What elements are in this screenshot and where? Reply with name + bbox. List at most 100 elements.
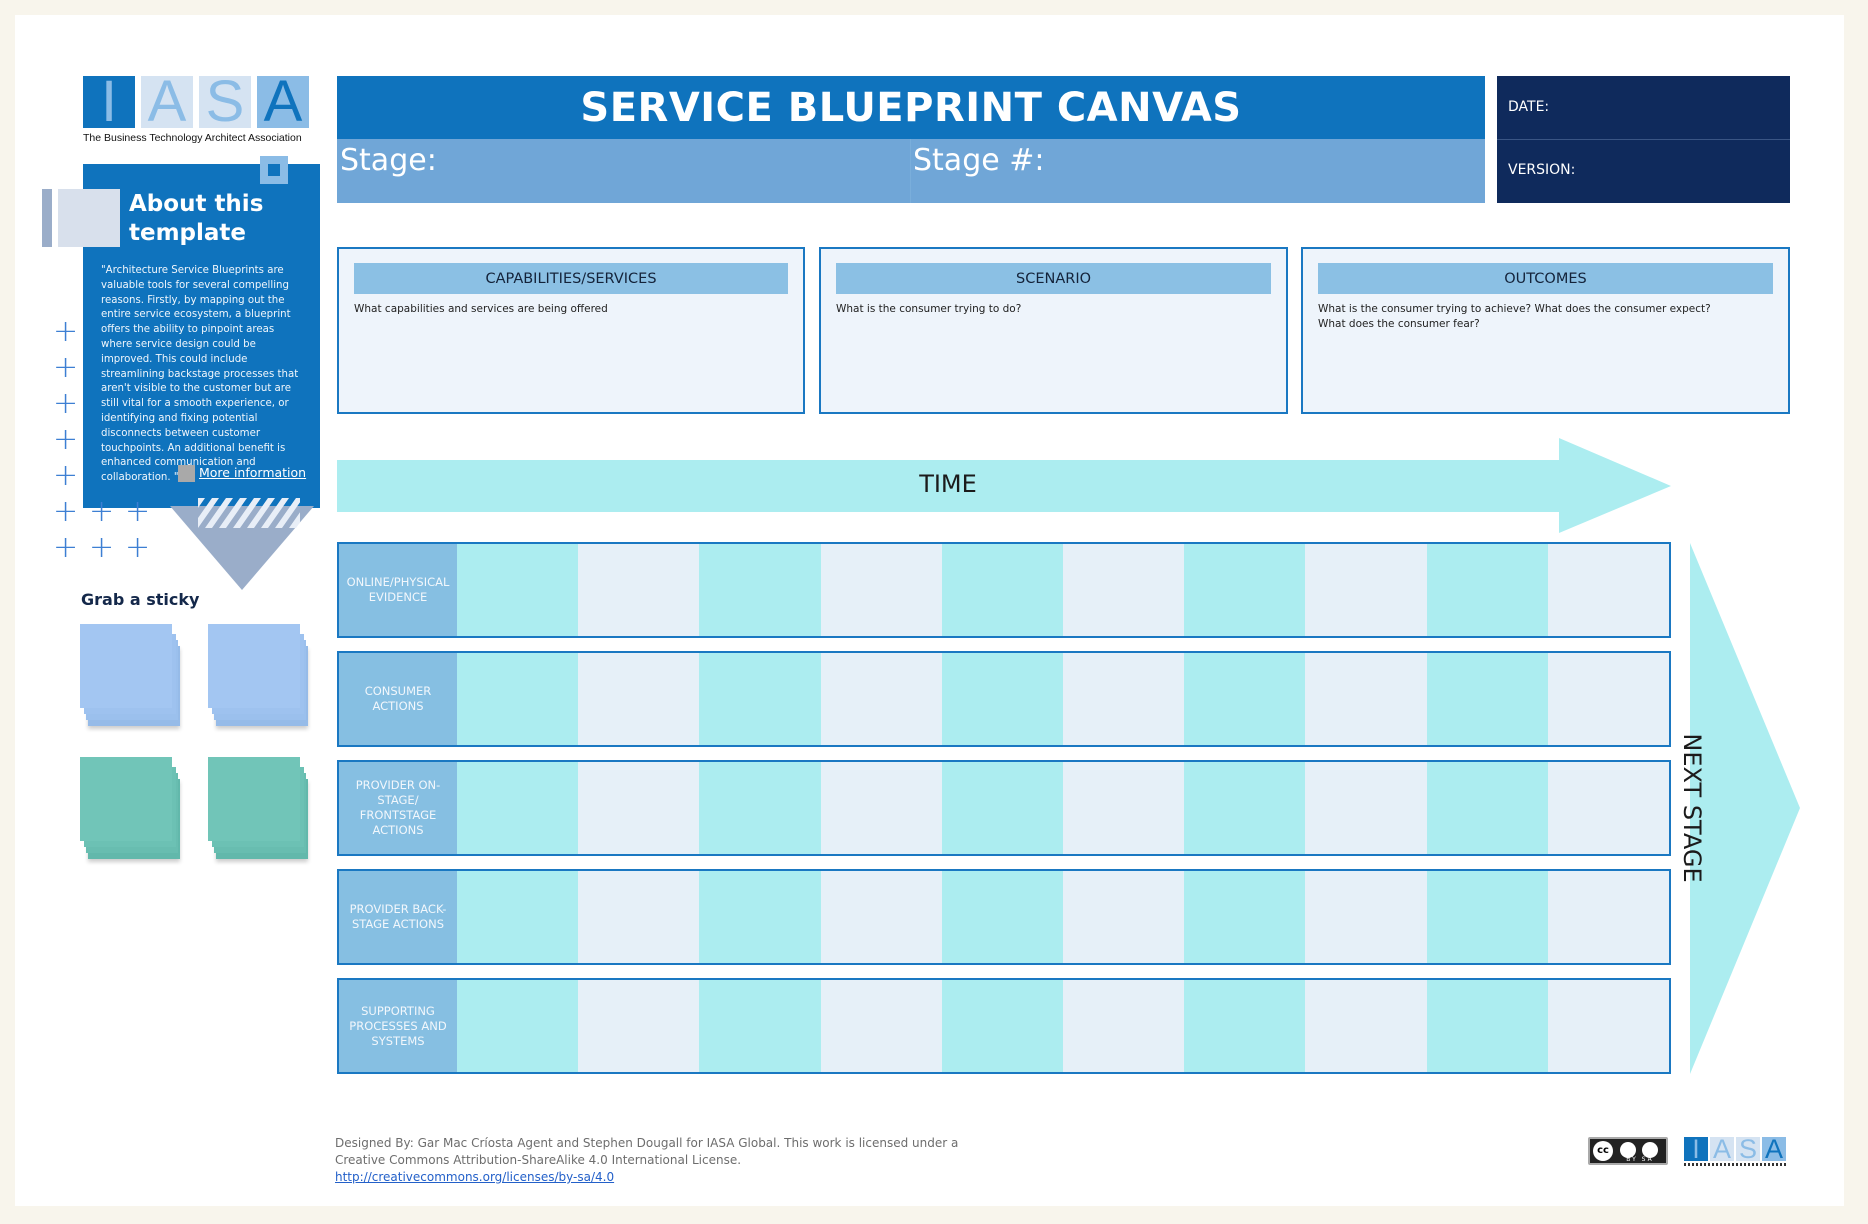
- plus-icon: +: [89, 494, 115, 529]
- lane-cell[interactable]: [1305, 980, 1427, 1072]
- lane-label: PROVIDER ON-STAGE/ FRONTSTAGE ACTIONS: [339, 762, 457, 854]
- decor-stripes: [198, 498, 300, 528]
- lane-cell[interactable]: [1305, 762, 1427, 854]
- lane-cell[interactable]: [941, 871, 1064, 963]
- lane-cell[interactable]: [1547, 980, 1670, 1072]
- stage-label[interactable]: Stage:: [340, 143, 437, 178]
- version-label: VERSION:: [1508, 162, 1576, 178]
- lane-cell[interactable]: [1063, 653, 1185, 745]
- lane-cell[interactable]: [457, 544, 579, 636]
- stage-bar: [337, 139, 1485, 203]
- meta-divider: [1497, 139, 1790, 140]
- lane-cell[interactable]: [1184, 544, 1306, 636]
- lane-cell[interactable]: [941, 653, 1064, 745]
- lane-cell[interactable]: [1063, 762, 1185, 854]
- card-outcomes[interactable]: OUTCOMES What is the consumer trying to …: [1301, 247, 1790, 414]
- lane-cell[interactable]: [1305, 544, 1427, 636]
- plus-icon: +: [53, 314, 79, 349]
- lane-cell[interactable]: [1426, 762, 1548, 854]
- logo-letter: I: [83, 76, 135, 128]
- lane-cell[interactable]: [457, 653, 579, 745]
- lane-cell[interactable]: [820, 762, 942, 854]
- more-information-link[interactable]: More information: [199, 465, 307, 480]
- plus-icon: +: [125, 494, 151, 529]
- plus-icon: +: [53, 386, 79, 421]
- date-box[interactable]: DATE:: [1497, 76, 1790, 139]
- next-stage-label: NEXT STAGE: [1678, 733, 1706, 883]
- lane-cell[interactable]: [699, 544, 821, 636]
- cc-icon: cc: [1593, 1141, 1613, 1161]
- lane-cell[interactable]: [941, 762, 1064, 854]
- lane-cell[interactable]: [1184, 871, 1306, 963]
- lane-cell[interactable]: [1063, 871, 1185, 963]
- lane-cell[interactable]: [1184, 762, 1306, 854]
- lane-cell[interactable]: [699, 653, 821, 745]
- footer-text: Designed By: Gar Mac Críosta Agent and S…: [335, 1136, 959, 1167]
- logo-letter: A: [1762, 1137, 1786, 1161]
- lane-cell[interactable]: [820, 871, 942, 963]
- lane-cell[interactable]: [1547, 653, 1670, 745]
- lane-cell[interactable]: [578, 544, 700, 636]
- lane-cell[interactable]: [1426, 544, 1548, 636]
- time-arrow: [337, 438, 1671, 533]
- logo-letter: I: [1684, 1137, 1708, 1161]
- about-title: About this template: [129, 191, 264, 246]
- sticky-stack-blue-1[interactable]: [80, 624, 180, 726]
- card-capabilities[interactable]: CAPABILITIES/SERVICES What capabilities …: [337, 247, 805, 414]
- lane-cell[interactable]: [820, 544, 942, 636]
- lane-cell[interactable]: [1305, 871, 1427, 963]
- lane-consumer-actions: CONSUMER ACTIONS: [337, 651, 1671, 747]
- sticky-stack-blue-2[interactable]: [208, 624, 308, 726]
- about-panel: [83, 164, 320, 508]
- lane-cell[interactable]: [699, 762, 821, 854]
- stage-number-label[interactable]: Stage #:: [913, 143, 1045, 178]
- lane-cell[interactable]: [578, 653, 700, 745]
- plus-icon: +: [53, 350, 79, 385]
- card-scenario[interactable]: SCENARIO What is the consumer trying to …: [819, 247, 1288, 414]
- decor-small-square: [260, 156, 288, 184]
- lane-cell[interactable]: [1305, 653, 1427, 745]
- plus-icon: +: [53, 458, 79, 493]
- card-text: What is the consumer trying to achieve? …: [1318, 303, 1711, 330]
- lane-cell[interactable]: [1426, 871, 1548, 963]
- grab-a-sticky-title: Grab a sticky: [81, 590, 200, 609]
- sa-icon: [1642, 1142, 1658, 1158]
- lane-cell[interactable]: [1426, 980, 1548, 1072]
- version-box[interactable]: VERSION:: [1497, 140, 1790, 203]
- license-link[interactable]: http://creativecommons.org/licenses/by-s…: [335, 1170, 615, 1184]
- lane-cell[interactable]: [1063, 544, 1185, 636]
- lane-cell[interactable]: [1063, 980, 1185, 1072]
- lane-cell[interactable]: [457, 980, 579, 1072]
- lane-provider-frontstage: PROVIDER ON-STAGE/ FRONTSTAGE ACTIONS: [337, 760, 1671, 856]
- lane-cell[interactable]: [941, 544, 1064, 636]
- sticky-stack-teal-2[interactable]: [208, 757, 308, 859]
- lane-cell[interactable]: [1184, 653, 1306, 745]
- lane-cell[interactable]: [1547, 762, 1670, 854]
- lane-cell[interactable]: [457, 762, 579, 854]
- cc-license-badge[interactable]: cc BY SA: [1588, 1137, 1668, 1165]
- page-title: SERVICE BLUEPRINT CANVAS: [337, 76, 1485, 139]
- lane-cell[interactable]: [941, 980, 1064, 1072]
- iasa-logo-small: I A S A: [1684, 1137, 1786, 1166]
- lane-label: PROVIDER BACK-STAGE ACTIONS: [339, 871, 457, 963]
- lane-cell[interactable]: [578, 762, 700, 854]
- logo-letter: A: [257, 76, 309, 128]
- lane-cell[interactable]: [457, 871, 579, 963]
- lane-cell[interactable]: [578, 871, 700, 963]
- plus-icon: +: [53, 494, 79, 529]
- lane-cell[interactable]: [699, 871, 821, 963]
- lane-cell[interactable]: [820, 980, 942, 1072]
- decor-square-front: [58, 189, 120, 247]
- footer-credits: Designed By: Gar Mac Críosta Agent and S…: [335, 1135, 975, 1186]
- lane-cell[interactable]: [820, 653, 942, 745]
- sticky-stack-teal-1[interactable]: [80, 757, 180, 859]
- about-body: "Architecture Service Blueprints are val…: [101, 265, 299, 484]
- lane-cell[interactable]: [1547, 871, 1670, 963]
- lane-cell[interactable]: [1426, 653, 1548, 745]
- lane-cell[interactable]: [699, 980, 821, 1072]
- lane-cell[interactable]: [578, 980, 700, 1072]
- lane-cell[interactable]: [1184, 980, 1306, 1072]
- lane-supporting-processes: SUPPORTING PROCESSES AND SYSTEMS: [337, 978, 1671, 1074]
- card-heading: CAPABILITIES/SERVICES: [354, 263, 788, 294]
- lane-cell[interactable]: [1547, 544, 1670, 636]
